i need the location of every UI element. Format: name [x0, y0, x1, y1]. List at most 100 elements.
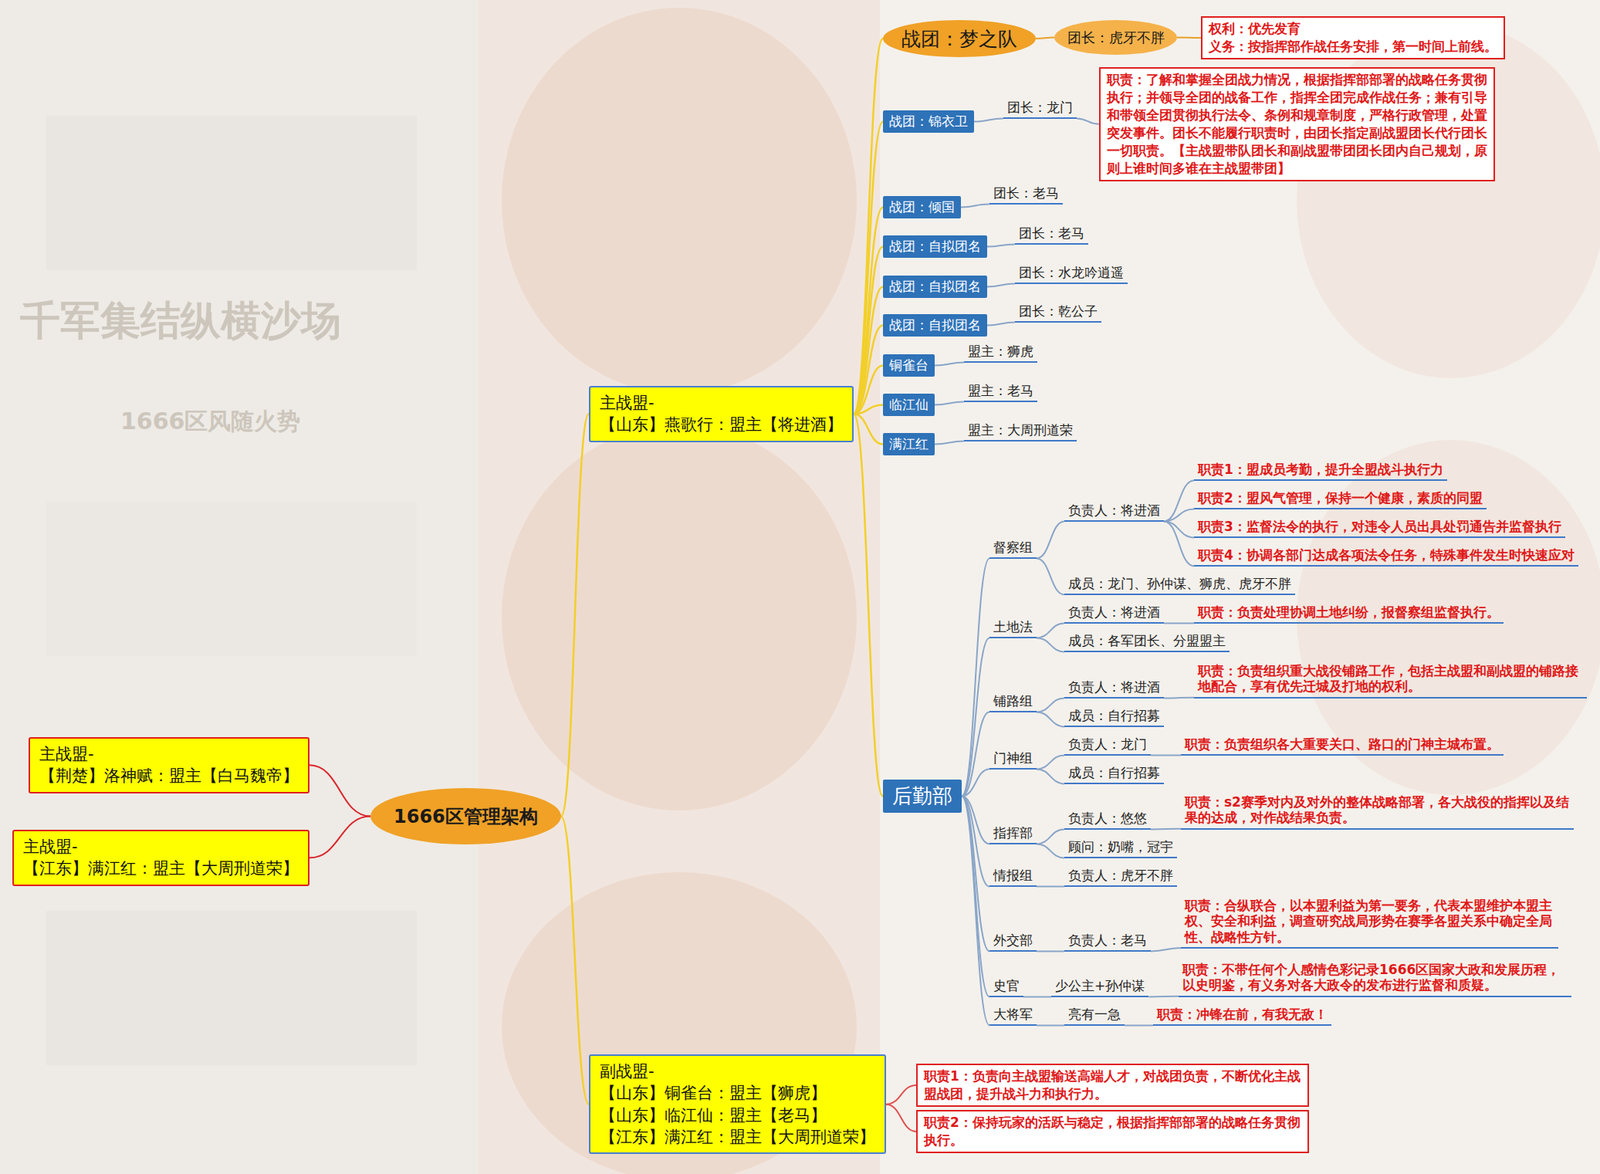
- connector: [853, 207, 883, 415]
- node-text: 战团：锦衣卫: [889, 112, 968, 131]
- duty-text: 职责4：协调各部门达成各项法令任务，特殊事件发生时快速应对: [1194, 545, 1579, 567]
- node-text: 职责：不带任何个人感情色彩记录1666区国家大政和发展历程，以史明鉴，有义务对各…: [1182, 961, 1568, 994]
- node-text: 铺路组: [993, 693, 1033, 709]
- topic-text: 成员：各军团长、分盟盟主: [1064, 631, 1230, 653]
- topic-text: 负责人：老马: [1064, 930, 1151, 952]
- node-text: 职责：合纵联合，以本盟利益为第一要务，代表本盟维护本盟主权、安全和利益，调查研究…: [1184, 897, 1555, 945]
- connector: [987, 321, 1015, 325]
- node-text: 职责：s2赛季对内及对外的整体战略部署，各大战役的指挥以及结果的达成，对作战结果…: [1184, 794, 1570, 826]
- duty-box: 职责1：负责向主战盟输送高端人才，对战团负责，不断优化主战盟战团，提升战斗力和执…: [916, 1063, 1310, 1107]
- alliance-box: 主战盟-【江东】满江红：盟主【大周刑道荣】: [12, 829, 310, 887]
- connector: [1076, 118, 1100, 124]
- node-text: 盟主：老马: [967, 382, 1034, 399]
- topic-text: 负责人：龙门: [1064, 734, 1151, 756]
- node-text: 史官: [993, 977, 1020, 994]
- connector: [1036, 711, 1065, 727]
- connector: [853, 121, 883, 415]
- node-text: 团长：龙门: [1007, 99, 1073, 116]
- connector: [1036, 950, 1065, 952]
- topic-text: 亮有一急: [1064, 1004, 1125, 1026]
- topic-text: 负责人：将进酒: [1064, 677, 1164, 699]
- node-text: 成员：龙门、孙仲谋、狮虎、虎牙不胖: [1068, 575, 1292, 592]
- connector: [1035, 37, 1055, 40]
- watermark: 千军集结纵横沙场: [20, 294, 342, 349]
- topic-text: 顾问：奶嘴，冠宇: [1064, 837, 1178, 859]
- node-text: 负责人：老马: [1068, 932, 1147, 948]
- connector: [1163, 696, 1195, 700]
- node-text: 权利：优先发育: [1208, 20, 1498, 38]
- connector: [974, 118, 1004, 122]
- connector: [853, 405, 883, 415]
- node-text: 外交部: [993, 932, 1033, 948]
- node-text: 战团：自拟团名: [889, 316, 981, 335]
- node-text: 临江仙: [889, 395, 929, 414]
- connector: [934, 440, 965, 444]
- connector: [960, 203, 990, 207]
- node-text: 团长：老马: [1018, 225, 1085, 241]
- connector: [1124, 1024, 1154, 1026]
- topic-text: 团长：老马: [1014, 223, 1089, 245]
- node-text: 指挥部: [993, 825, 1033, 841]
- node-text: 负责人：龙门: [1068, 736, 1147, 752]
- node-text: 【荆楚】洛神赋：盟主【白马魏帝】: [39, 764, 299, 787]
- node-text: 战团：自拟团名: [889, 237, 981, 256]
- node-text: 盟主：大周刑道荣: [967, 422, 1073, 438]
- central-topic: 1666区管理架构: [370, 788, 562, 845]
- node-text: 职责4：协调各部门达成各项法令任务，特殊事件发生时快速应对: [1197, 547, 1575, 563]
- branch-box: 战团：倾国: [882, 196, 961, 219]
- node-text: 盟主：狮虎: [967, 343, 1034, 359]
- node-text: 职责：负责组织重大战役铺路工作，包括主战盟和副战盟的铺路接地配合，享有优先迁城及…: [1197, 663, 1584, 695]
- connector: [1036, 697, 1065, 712]
- connector: [561, 816, 589, 1105]
- node-text: 职责：负责处理协调土地纠纷，报督察组监督执行。: [1197, 604, 1500, 620]
- duty-text: 职责：不带任何个人感情色彩记录1666区国家大政和发展历程，以史明鉴，有义务对各…: [1178, 960, 1572, 998]
- node-text: 后勤部: [892, 782, 953, 810]
- duty-text: 职责：负责组织重大战役铺路工作，包括主战盟和副战盟的铺路接地配合，享有优先迁城及…: [1194, 661, 1587, 699]
- connector: [1163, 520, 1195, 566]
- team-ellipse: 战团：梦之队: [882, 20, 1036, 58]
- connector: [961, 637, 990, 796]
- connector: [1163, 508, 1195, 521]
- box-heading: 副战盟-: [599, 1060, 876, 1083]
- connector: [886, 1104, 917, 1132]
- topic-text: 盟主：大周刑道荣: [964, 420, 1077, 442]
- connector: [1036, 637, 1065, 652]
- node-text: 【山东】燕歌行：盟主【将进酒】: [599, 413, 843, 436]
- branch-box: 战团：自拟团名: [882, 235, 988, 258]
- node-text: 负责人：将进酒: [1068, 502, 1161, 518]
- branch-box: 满江红: [882, 432, 935, 456]
- node-text: 战团：自拟团名: [889, 277, 981, 296]
- node-text: 负责人：虎牙不胖: [1068, 867, 1174, 883]
- connector: [987, 243, 1015, 247]
- node-text: 负责人：将进酒: [1068, 679, 1161, 695]
- duty-text: 职责：s2赛季对内及对外的整体战略部署，各大战役的指挥以及结果的达成，对作战结果…: [1180, 792, 1574, 830]
- branch-box: 战团：自拟团名: [882, 314, 988, 337]
- node-text: 团长：虎牙不胖: [1067, 28, 1165, 48]
- node-text: 【江东】满江红：盟主【大周刑道荣】: [599, 1126, 876, 1148]
- connector: [561, 413, 589, 816]
- duty-text: 职责：负责处理协调土地纠纷，报督察组监督执行。: [1194, 602, 1504, 624]
- alliance-box: 副战盟-【山东】铜雀台：盟主【狮虎】【山东】临江仙：盟主【老马】【江东】满江红：…: [588, 1054, 887, 1154]
- connector: [309, 764, 371, 816]
- node-text: 亮有一急: [1068, 1006, 1121, 1022]
- duty-text: 职责2：盟风气管理，保持一个健康，素质的同盟: [1194, 488, 1487, 510]
- node-text: 团长：水龙吟逍遥: [1018, 264, 1124, 281]
- connector: [309, 816, 371, 859]
- connector: [1036, 754, 1065, 769]
- topic-text: 负责人：将进酒: [1064, 602, 1164, 624]
- connector: [961, 796, 990, 952]
- connector: [1036, 828, 1065, 844]
- connector: [1177, 37, 1201, 39]
- topic-text: 土地法: [989, 617, 1037, 639]
- node-text: 职责1：盟成员考勤，提升全盟战斗执行力: [1197, 461, 1444, 477]
- node-text: 大将军: [993, 1006, 1033, 1022]
- connector: [853, 38, 883, 414]
- connector: [1163, 480, 1195, 521]
- topic-text: 团长：龙门: [1003, 98, 1077, 119]
- connector: [1150, 947, 1181, 951]
- node-text: 成员：各军团长、分盟盟主: [1068, 632, 1226, 649]
- node-text: 团长：老马: [993, 185, 1059, 201]
- topic-text: 门神组: [989, 748, 1037, 770]
- connector: [1150, 754, 1181, 756]
- topic-text: 盟主：老马: [964, 381, 1038, 403]
